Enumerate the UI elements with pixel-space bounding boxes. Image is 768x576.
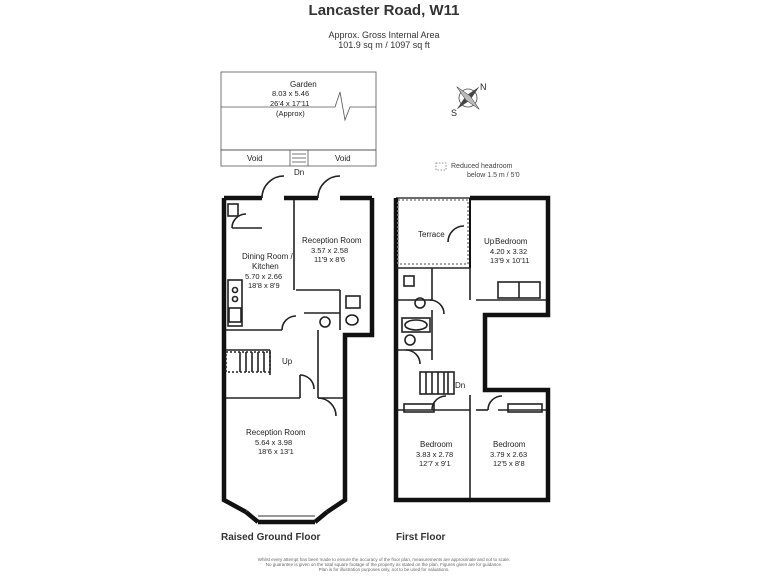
area-label: Approx. Gross Internal Area xyxy=(328,30,440,40)
terrace-label: Terrace xyxy=(418,230,445,239)
page-title: Lancaster Road, W11 xyxy=(308,2,460,19)
bedroom-right-metric: 3.79 x 2.63 xyxy=(490,450,528,459)
bedroom-top-metric: 4.20 x 3.32 xyxy=(490,247,528,256)
reception-rear-imperial: 11'9 x 8'6 xyxy=(314,255,346,264)
void-left-label: Void xyxy=(247,154,263,163)
raised-ground-floor-label: Raised Ground Floor xyxy=(221,532,321,543)
compass-n-label: N xyxy=(480,82,487,92)
raised-ground-floor-walls xyxy=(221,195,375,525)
first-stairs-up-label: Up xyxy=(484,237,495,246)
first-stairs-dn-label: Dn xyxy=(455,381,466,390)
bedroom-top-imperial: 13'9 x 10'11 xyxy=(490,256,530,265)
legend-line-1: Reduced headroom xyxy=(451,163,513,170)
garden-stairs-dn-label: Dn xyxy=(294,168,305,177)
reception-front-imperial: 18'6 x 13'1 xyxy=(258,447,294,456)
compass-icon: N S xyxy=(451,82,487,118)
disclaimer-line-3: Plan is for illustration purposes only, … xyxy=(318,567,450,572)
bedroom-left-metric: 3.83 x 2.78 xyxy=(416,450,454,459)
garden-area xyxy=(220,71,377,167)
bedroom-right-imperial: 12'5 x 8'8 xyxy=(493,459,525,468)
garden-metric: 8.03 x 5.46 xyxy=(272,89,310,98)
garden-note: (Approx) xyxy=(276,109,305,118)
garden-name: Garden xyxy=(290,80,317,89)
dining-imperial: 18'8 x 8'9 xyxy=(248,281,280,290)
bedroom-left-name: Bedroom xyxy=(420,440,453,449)
bedroom-right-name: Bedroom xyxy=(493,440,526,449)
garden-imperial: 26'4 x 17'11 xyxy=(270,99,310,108)
void-right-label: Void xyxy=(335,154,351,163)
reception-front-metric: 5.64 x 3.98 xyxy=(255,438,293,447)
reception-rear-metric: 3.57 x 2.58 xyxy=(311,246,349,255)
compass-s-label: S xyxy=(451,108,457,118)
disclaimer-line-2: No guarantee is given on the total squar… xyxy=(265,562,503,567)
dining-metric: 5.70 x 2.66 xyxy=(245,272,283,281)
bedroom-top-name: Bedroom xyxy=(495,237,528,246)
reception-rear-name: Reception Room xyxy=(302,236,362,245)
area-value: 101.9 sq m / 1097 sq ft xyxy=(338,40,430,50)
first-floor-walls xyxy=(393,195,551,503)
first-floor-label: First Floor xyxy=(396,532,446,543)
legend-line-2: below 1.5 m / 5'0 xyxy=(467,172,520,179)
bedroom-left-imperial: 12'7 x 9'1 xyxy=(419,459,451,468)
reduced-headroom-swatch xyxy=(435,162,447,171)
reception-front-name: Reception Room xyxy=(246,428,306,437)
dining-name-2: Kitchen xyxy=(252,262,279,271)
disclaimer-line-1: Whilst every attempt has been made to en… xyxy=(257,557,511,562)
dining-name-1: Dining Room / xyxy=(242,252,293,261)
ground-stairs-up-label: Up xyxy=(282,357,293,366)
